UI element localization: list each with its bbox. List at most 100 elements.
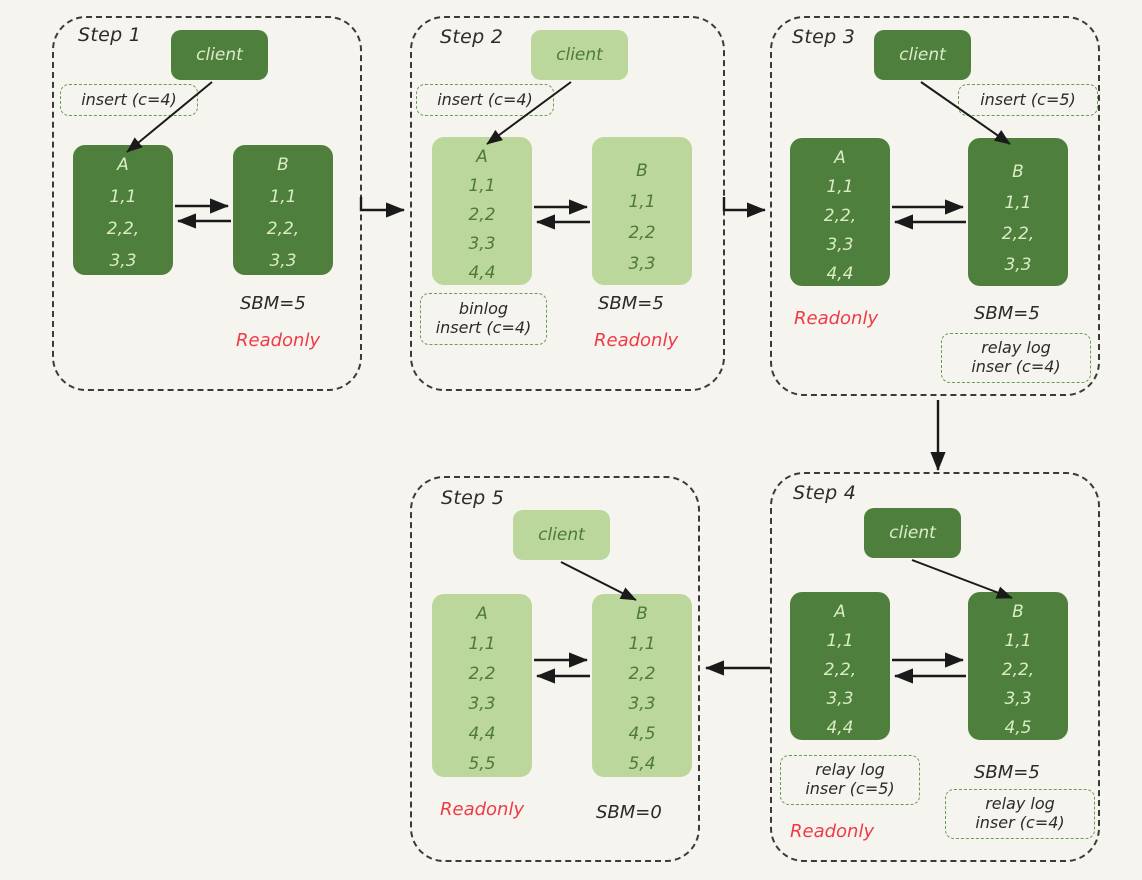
node-line: 2,2, (823, 660, 857, 680)
relay-log-tag-b-step-3: relay log inser (c=4) (941, 333, 1091, 383)
node-b-step-1: B 1,1 2,2, 3,3 (233, 145, 333, 275)
tag-line: relay log (985, 794, 1055, 814)
sbm-label-step-4: SBM=5 (974, 762, 1040, 783)
node-line: 2,2, (1001, 660, 1035, 680)
client-box-step-1: client (171, 30, 268, 80)
node-b-step-2: B 1,1 2,2 3,3 (592, 137, 692, 285)
node-line: 1,1 (269, 187, 297, 207)
node-line: 3,3 (468, 694, 496, 714)
node-a-step-5: A 1,1 2,2 3,3 4,4 5,5 (432, 594, 532, 777)
readonly-label-step-4: Readonly (790, 821, 875, 842)
request-tag-step-1: insert (c=4) (60, 84, 198, 116)
node-line: 4,5 (628, 724, 656, 744)
tag-line: relay log (981, 338, 1051, 358)
client-box-step-2: client (531, 30, 628, 80)
node-line: 3,3 (1004, 689, 1032, 709)
sbm-label-step-1: SBM=5 (240, 293, 306, 314)
tag-line: inser (c=4) (975, 813, 1065, 832)
node-line: 1,1 (468, 634, 496, 654)
node-line: A (117, 155, 129, 175)
node-line: 1,1 (826, 631, 854, 651)
tag-line: relay log (815, 760, 885, 780)
sbm-label-step-3: SBM=5 (974, 303, 1040, 324)
node-line: 1,1 (826, 177, 854, 197)
node-a-step-4: A 1,1 2,2, 3,3 4,4 (790, 592, 890, 740)
node-line: B (277, 155, 289, 175)
panel-title-step-2: Step 2 (440, 26, 504, 48)
node-b-step-4: B 1,1 2,2, 3,3 4,5 (968, 592, 1068, 740)
client-box-step-5: client (513, 510, 610, 560)
node-line: 2,2, (1001, 224, 1035, 244)
node-line: 2,2 (628, 223, 656, 243)
readonly-label-step-2: Readonly (594, 330, 679, 351)
node-line: A (834, 148, 846, 168)
node-line: 1,1 (468, 176, 496, 196)
readonly-label-step-3: Readonly (794, 308, 879, 329)
node-line: 2,2, (823, 206, 857, 226)
flow-arrow-step2-to-step3 (722, 197, 766, 218)
node-line: 4,4 (826, 264, 854, 284)
node-line: 3,3 (628, 254, 656, 274)
relay-log-tag-a-step-4: relay log inser (c=5) (780, 755, 920, 805)
node-line: 2,2 (628, 664, 656, 684)
node-line: 4,4 (826, 718, 854, 738)
node-line: 1,1 (628, 634, 656, 654)
node-line: B (636, 161, 648, 181)
panel-title-step-4: Step 4 (793, 482, 857, 504)
node-line: B (1012, 162, 1024, 182)
node-b-step-3: B 1,1 2,2, 3,3 (968, 138, 1068, 286)
tag-line: insert (c=4) (435, 318, 532, 337)
node-line: 3,3 (826, 689, 854, 709)
node-line: 2,2 (468, 664, 496, 684)
request-tag-step-3: insert (c=5) (958, 84, 1098, 116)
panel-step-4 (770, 472, 1100, 862)
tag-line: binlog (458, 299, 509, 319)
readonly-label-step-5: Readonly (440, 799, 525, 820)
node-line: 5,4 (628, 754, 656, 774)
readonly-label-step-1: Readonly (236, 330, 321, 351)
tag-line: insert (c=4) (437, 89, 533, 109)
client-box-step-4: client (864, 508, 961, 558)
panel-step-3 (770, 16, 1100, 396)
node-line: 2,2, (106, 219, 140, 239)
panel-title-step-5: Step 5 (441, 487, 505, 509)
tag-line: inser (c=5) (805, 779, 895, 798)
node-line: 5,5 (468, 754, 496, 774)
client-box-step-3: client (874, 30, 971, 80)
node-line: 2,2, (266, 219, 300, 239)
tag-line: insert (c=4) (81, 89, 177, 109)
node-line: 1,1 (628, 192, 656, 212)
node-line: 3,3 (468, 234, 496, 254)
node-line: A (834, 602, 846, 622)
node-a-step-3: A 1,1 2,2, 3,3 4,4 (790, 138, 890, 286)
panel-title-step-3: Step 3 (792, 26, 856, 48)
sbm-label-step-5: SBM=0 (596, 802, 662, 823)
node-a-step-1: A 1,1 2,2, 3,3 (73, 145, 173, 275)
node-line: 1,1 (1004, 193, 1032, 213)
node-line: 4,5 (1004, 718, 1032, 738)
node-line: 3,3 (1004, 255, 1032, 275)
node-line: B (636, 604, 648, 624)
flow-arrow-step1-to-step2 (359, 197, 405, 218)
node-line: 3,3 (826, 235, 854, 255)
node-a-step-2: A 1,1 2,2 3,3 4,4 (432, 137, 532, 285)
node-line: A (476, 604, 488, 624)
node-line: 3,3 (628, 694, 656, 714)
node-line: A (476, 147, 488, 167)
node-line: 2,2 (468, 205, 496, 225)
panel-step-5 (410, 476, 700, 862)
node-line: 1,1 (1004, 631, 1032, 651)
relay-log-tag-b-step-4: relay log inser (c=4) (945, 789, 1095, 839)
node-line: 3,3 (269, 251, 297, 271)
node-line: 3,3 (109, 251, 137, 271)
node-line: 4,4 (468, 263, 496, 283)
panel-title-step-1: Step 1 (78, 24, 142, 46)
node-line: 1,1 (109, 187, 137, 207)
tag-line: insert (c=5) (980, 89, 1076, 109)
tag-line: inser (c=4) (971, 357, 1061, 376)
request-tag-step-2: insert (c=4) (416, 84, 554, 116)
node-line: B (1012, 602, 1024, 622)
node-b-step-5: B 1,1 2,2 3,3 4,5 5,4 (592, 594, 692, 777)
sbm-label-step-2: SBM=5 (598, 293, 664, 314)
